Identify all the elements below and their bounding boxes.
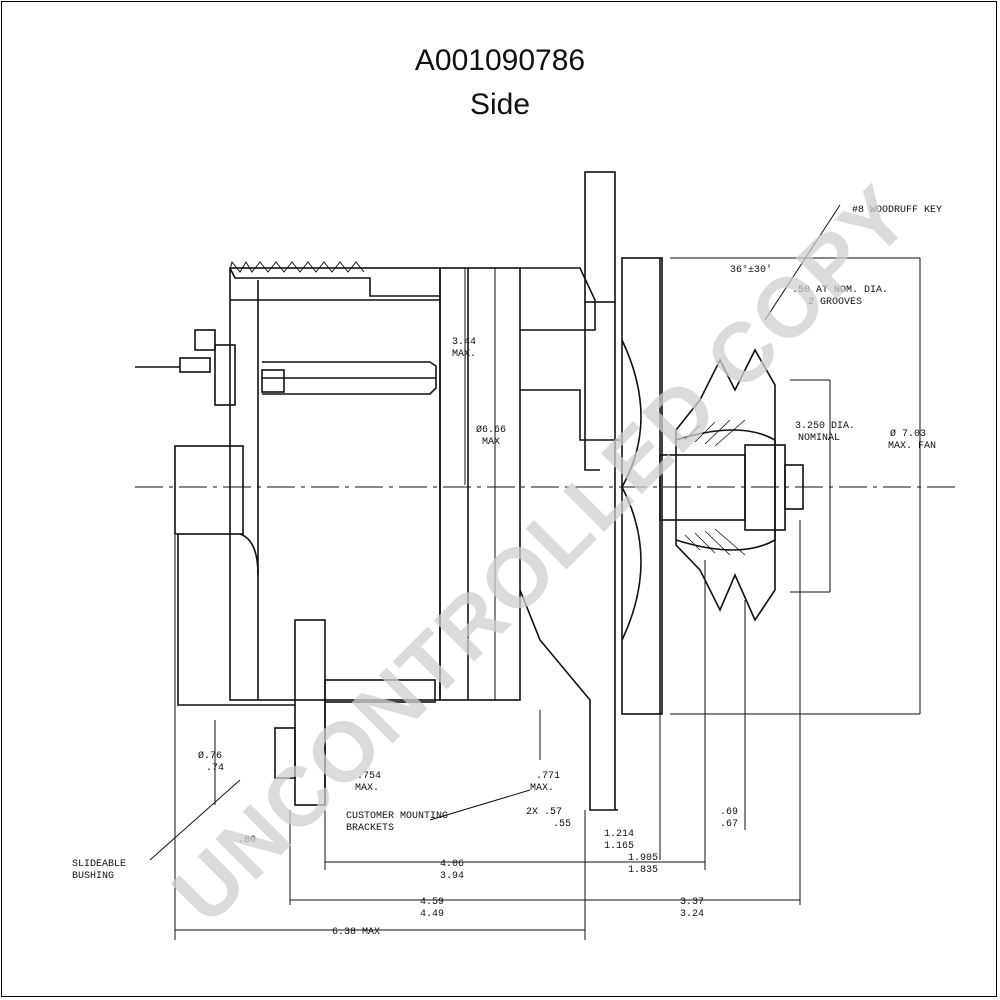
groove-label-2: 2 GROOVES bbox=[808, 297, 862, 308]
d3250-label: 3.250 DIA. bbox=[795, 421, 855, 432]
d324-label: 3.24 bbox=[680, 909, 704, 920]
d074-label: .74 bbox=[206, 763, 224, 774]
d666-max-label: MAX bbox=[482, 437, 500, 448]
slideable-bushing-label-2: BUSHING bbox=[72, 871, 114, 882]
d754-max-label: MAX. bbox=[355, 783, 379, 794]
groove-label-1: .50 AT NOM. DIA. bbox=[792, 285, 888, 296]
d1905-label: 1.905 bbox=[628, 853, 658, 864]
part-number-title: A001090786 bbox=[414, 44, 586, 77]
slideable-bushing-label-1: SLIDEABLE bbox=[72, 859, 126, 870]
d703-fan-label: MAX. FAN bbox=[888, 441, 936, 452]
d069-label: .69 bbox=[720, 807, 738, 818]
front-mounting-ear bbox=[584, 171, 616, 810]
d1165-label: 1.165 bbox=[604, 841, 634, 852]
d344-max-label: MAX. bbox=[452, 349, 476, 360]
customer-brackets-label-1: CUSTOMER MOUNTING bbox=[346, 811, 448, 822]
stator-section bbox=[439, 267, 620, 811]
view-title: Side bbox=[469, 88, 531, 121]
d638-label: 6.38 MAX bbox=[332, 927, 380, 938]
d394-label: 3.94 bbox=[440, 871, 464, 882]
customer-brackets-label-2: BRACKETS bbox=[346, 823, 394, 834]
d2x-label: 2X .57 bbox=[526, 807, 562, 818]
angle-label: 36°±30' bbox=[730, 264, 772, 276]
d703-label: Ø 7.03 bbox=[890, 428, 926, 440]
dimension-labels: #8 WOODRUFF KEY 36°±30' .50 AT NOM. DIA.… bbox=[72, 205, 942, 938]
d406-label: 4.06 bbox=[440, 859, 464, 870]
d1214-label: 1.214 bbox=[604, 829, 634, 840]
d067-label: .67 bbox=[720, 819, 738, 830]
d080-label: .80 bbox=[238, 835, 256, 846]
d337-label: 3.37 bbox=[680, 897, 704, 908]
d666-label: Ø6.66 bbox=[476, 424, 506, 436]
pulley bbox=[659, 348, 804, 622]
d754-label: .754 bbox=[357, 771, 381, 782]
d459-label: 4.59 bbox=[420, 897, 444, 908]
d055-label: .55 bbox=[553, 819, 571, 830]
d344-label: 3.44 bbox=[452, 337, 476, 348]
d771-label: .771 bbox=[536, 771, 560, 782]
terminal-studs bbox=[135, 329, 437, 406]
mounting-bracket bbox=[274, 619, 436, 806]
woodruff-key-label: #8 WOODRUFF KEY bbox=[852, 205, 942, 216]
d076-label: Ø.76 bbox=[198, 750, 222, 762]
d449-label: 4.49 bbox=[420, 909, 444, 920]
d3250-nom-label: NOMINAL bbox=[798, 433, 840, 444]
d771-max-label: MAX. bbox=[530, 783, 554, 794]
d1835-label: 1.835 bbox=[628, 865, 658, 876]
dimension-lines bbox=[149, 204, 921, 940]
uncontrolled-copy-watermark: UNCONTROLLED COPY bbox=[154, 167, 928, 941]
